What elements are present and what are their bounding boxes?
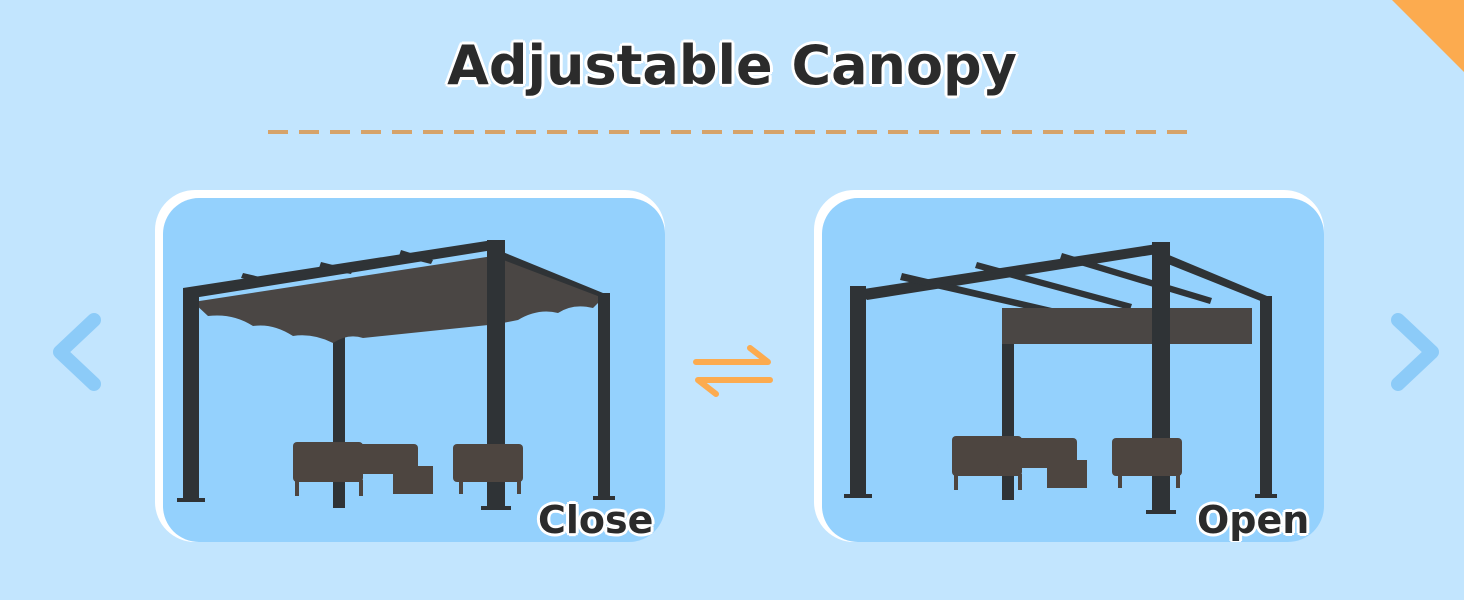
pergola-open-image (844, 242, 1277, 514)
pergola-closed-image (177, 240, 615, 510)
page-title: Adjustable Canopy (447, 34, 1017, 97)
open-canopy-panel: Open (814, 190, 1324, 542)
prev-button[interactable] (48, 312, 108, 392)
chevron-right-icon (1391, 313, 1439, 391)
close-label: Close (538, 498, 654, 542)
chevron-left-icon (53, 313, 101, 391)
corner-decoration (1392, 0, 1464, 72)
dashed-divider (268, 130, 1198, 134)
open-label: Open (1197, 498, 1310, 542)
next-button[interactable] (1384, 312, 1444, 392)
closed-canopy-panel: Close (155, 190, 665, 542)
swap-arrows-icon (693, 345, 773, 397)
